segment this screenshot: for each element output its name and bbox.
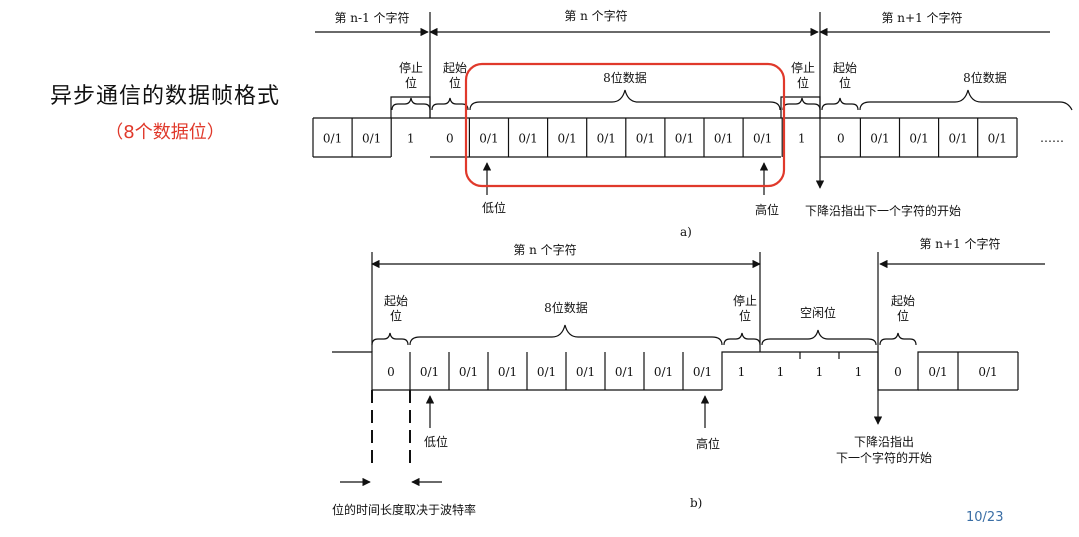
bit-cell-value: 0/1	[636, 132, 655, 146]
data-bits-brace	[469, 89, 781, 111]
bit-cell-value: 0	[387, 365, 395, 379]
stop-bit-label: 停止	[791, 60, 815, 75]
data-bits-label: 8位数据	[544, 300, 588, 315]
start-bit-label: 起始	[384, 294, 408, 308]
bit-cell-value: 0/1	[518, 132, 537, 146]
slide-title: 异步通信的数据帧格式	[49, 84, 280, 109]
bit-cell-value: 0/1	[753, 132, 772, 146]
curr-char-label: 第 n 个字符	[513, 242, 576, 257]
slide-subtitle: （8个数据位）	[105, 122, 225, 143]
bit-cell-value: 0/1	[420, 365, 439, 379]
falling-edge-note: 下降沿指出下一个字符的开始	[805, 203, 961, 218]
start-bit-brace	[431, 97, 469, 111]
stop-bit-label: 位	[739, 308, 751, 323]
data-bits-brace	[859, 89, 1073, 111]
bit-cell-value: 1	[816, 365, 824, 379]
bit-cell-value: 0/1	[909, 132, 928, 146]
bit-cell-value: 1	[407, 132, 415, 146]
start-bit-label: 起始	[891, 294, 915, 308]
stop-bit-label: 位	[797, 75, 809, 90]
curr-char-label: 第 n 个字符	[564, 8, 627, 23]
bit-cell-value: 0/1	[576, 365, 595, 379]
start-bit-brace	[879, 332, 917, 346]
bit-cell-value: 0/1	[557, 132, 576, 146]
bit-cell-value: 0/1	[948, 132, 967, 146]
stop-bit-wave	[780, 96, 821, 118]
data-bits-highlight	[464, 62, 786, 188]
bit-cell-value: 0/1	[714, 132, 733, 146]
start-bit-label: 位	[839, 75, 851, 90]
data-bits-brace	[409, 324, 723, 346]
bit-cell-value: 1	[855, 365, 863, 379]
data-bits-label: 8位数据	[963, 70, 1007, 85]
bit-cell-value: 0	[894, 365, 902, 379]
page-number: 10/23	[966, 510, 1004, 525]
bit-cell-value: 0/1	[459, 365, 478, 379]
bit-cell-value: 1	[777, 365, 785, 379]
diagram-b-cells: 0 0/1 0/1 0/1 0/1 0/1 0/1 0/1 0/1 1 1 1 1 0 0/1 0/1	[387, 365, 997, 379]
stop-bit-label: 停止	[399, 60, 423, 75]
bit-cell-value: 0	[837, 132, 845, 146]
caption-a: a)	[680, 225, 692, 239]
idle-stop-wave	[721, 351, 1018, 391]
bit-cell-value: 0/1	[498, 365, 517, 379]
prev-char-label: 第 n-1 个字符	[334, 10, 409, 25]
start-bit-wave	[332, 351, 411, 391]
bit-cell-value: 0/1	[928, 365, 947, 379]
bit-cell-value: 0/1	[597, 132, 616, 146]
bit-cell-value: 0/1	[988, 132, 1007, 146]
bit-cell-value: 0/1	[362, 132, 381, 146]
bit-time-note: 位的时间长度取决于波特率	[332, 502, 476, 517]
falling-edge-note: 下一个字符的开始	[836, 450, 932, 465]
next-char-label: 第 n+1 个字符	[881, 10, 962, 25]
low-bit-label: 低位	[482, 200, 506, 215]
next-char-label: 第 n+1 个字符	[919, 236, 1000, 251]
diagram-a-cells: 0/1 0/1 1 0 0/1 0/1 0/1 0/1 0/1 0/1 0/1 0/1 1 0 0/1 0/1…	[323, 132, 1007, 146]
start-bit-label: 起始	[833, 61, 857, 75]
caption-b: b)	[690, 496, 702, 510]
start-bit-label: 位	[897, 308, 909, 323]
low-bit-label: 低位	[424, 434, 448, 449]
falling-edge-note: 下降沿指出	[854, 434, 914, 449]
idle-bits-label: 空闲位	[800, 305, 836, 320]
high-bit-label: 高位	[696, 436, 720, 451]
bit-cell-value: 0/1	[693, 365, 712, 379]
bit-cell-value: 0/1	[675, 132, 694, 146]
diagram-b	[332, 252, 1045, 487]
bit-cell-value: 0/1	[537, 365, 556, 379]
start-bit-brace	[821, 97, 859, 111]
bit-cell-value: 0	[446, 132, 454, 146]
start-bit-label: 位	[390, 308, 402, 323]
start-bit-label: 起始	[443, 61, 467, 75]
high-bit-label: 高位	[755, 202, 779, 217]
bit-cell-value: 0/1	[615, 365, 634, 379]
bit-cell-value: 0/1	[870, 132, 889, 146]
stop-bit-label: 停止	[733, 293, 757, 308]
bit-cell-value: 0/1	[323, 132, 342, 146]
bit-cell-value: 0/1	[479, 132, 498, 146]
stop-bit-brace	[391, 97, 431, 111]
bit-cell-value: 0/1	[654, 365, 673, 379]
idle-bits-brace	[761, 329, 877, 346]
start-bit-label: 位	[449, 75, 461, 90]
bit-cell-value: 0/1	[978, 365, 997, 379]
stop-bit-label: 位	[405, 75, 417, 90]
stop-bit-brace	[723, 332, 761, 346]
continuation-ellipsis: ……	[1040, 131, 1064, 145]
stop-bit-brace	[782, 97, 821, 111]
bit-cell-value: 1	[798, 132, 806, 146]
bit-cell-value: 1	[738, 365, 746, 379]
start-bit-brace	[371, 332, 409, 346]
data-bits-label: 8位数据	[603, 70, 647, 85]
diagram-a	[312, 12, 1073, 195]
